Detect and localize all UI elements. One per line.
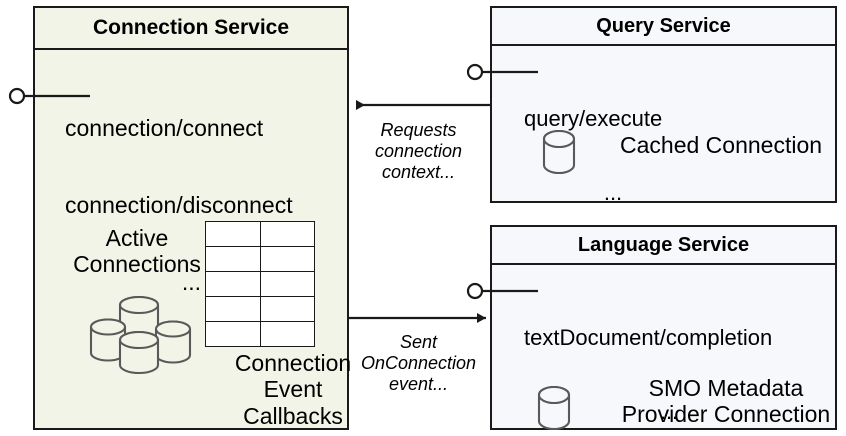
lollipop-provided-interface-icon[interactable] xyxy=(8,86,100,106)
lollipop-provided-interface-icon[interactable] xyxy=(466,62,548,82)
cached-connection-label: Cached Connection xyxy=(620,132,823,158)
table-cell xyxy=(205,321,261,347)
table-row xyxy=(205,246,315,272)
component-connection-service[interactable]: Connection Service connection/connect co… xyxy=(33,6,351,430)
table-cell xyxy=(259,321,315,347)
endpoint-textdocument-completion: textDocument/completion xyxy=(524,325,773,351)
endpoint-connection-connect: connection/connect xyxy=(65,114,264,141)
table-cell xyxy=(259,221,315,247)
language-service-endpoints-ellipsis: ... xyxy=(659,399,679,425)
table-cell xyxy=(259,246,315,272)
database-cylinder-icon xyxy=(537,385,571,431)
connector-requests-connection-context xyxy=(344,96,496,116)
connection-event-callbacks-table xyxy=(205,221,315,347)
connector-sent-onconnection-event xyxy=(344,309,496,329)
table-row xyxy=(205,321,315,347)
endpoint-query-execute: query/execute xyxy=(524,106,663,132)
query-service-title: Query Service xyxy=(492,8,835,46)
connection-event-callbacks-label: Connection Event Callbacks xyxy=(234,350,352,429)
table-cell xyxy=(205,271,261,297)
database-cluster-icon xyxy=(87,293,199,375)
query-service-endpoints: query/execute ... xyxy=(524,58,702,255)
connector-label-sent-onconnection-event: Sent OnConnection event... xyxy=(360,332,477,395)
table-row xyxy=(205,221,315,247)
lollipop-provided-interface-icon[interactable] xyxy=(466,281,548,301)
table-cell xyxy=(205,246,261,272)
query-service-body: query/execute ... Cached Connection xyxy=(492,46,835,205)
connection-service-title: Connection Service xyxy=(35,8,347,50)
component-query-service[interactable]: Query Service query/execute ... Cached C… xyxy=(490,6,837,205)
connection-service-endpoints: connection/connect connection/disconnect… xyxy=(65,64,318,347)
connector-label-requests-connection-context: Requests connection context... xyxy=(374,120,463,183)
active-connections-label: Active Connections xyxy=(73,225,201,278)
component-language-service[interactable]: Language Service textDocument/completion… xyxy=(490,225,837,431)
connection-service-body: connection/connect connection/disconnect… xyxy=(35,50,351,429)
language-service-body: textDocument/completion ... SMO Metadata… xyxy=(492,265,835,431)
database-cylinder-icon xyxy=(542,129,576,175)
connection-service-endpoints-ellipsis: ... xyxy=(181,269,202,295)
endpoint-connection-disconnect: connection/disconnect xyxy=(65,191,293,218)
table-cell xyxy=(259,296,315,322)
smo-metadata-provider-connection-label: SMO Metadata Provider Connection xyxy=(621,375,831,428)
language-service-title: Language Service xyxy=(492,227,835,265)
table-row xyxy=(205,296,315,322)
table-cell xyxy=(205,221,261,247)
table-cell xyxy=(205,296,261,322)
table-row xyxy=(205,271,315,297)
table-cell xyxy=(259,271,315,297)
query-service-endpoints-ellipsis: ... xyxy=(603,180,623,206)
language-service-endpoints: textDocument/completion ... xyxy=(524,277,814,436)
